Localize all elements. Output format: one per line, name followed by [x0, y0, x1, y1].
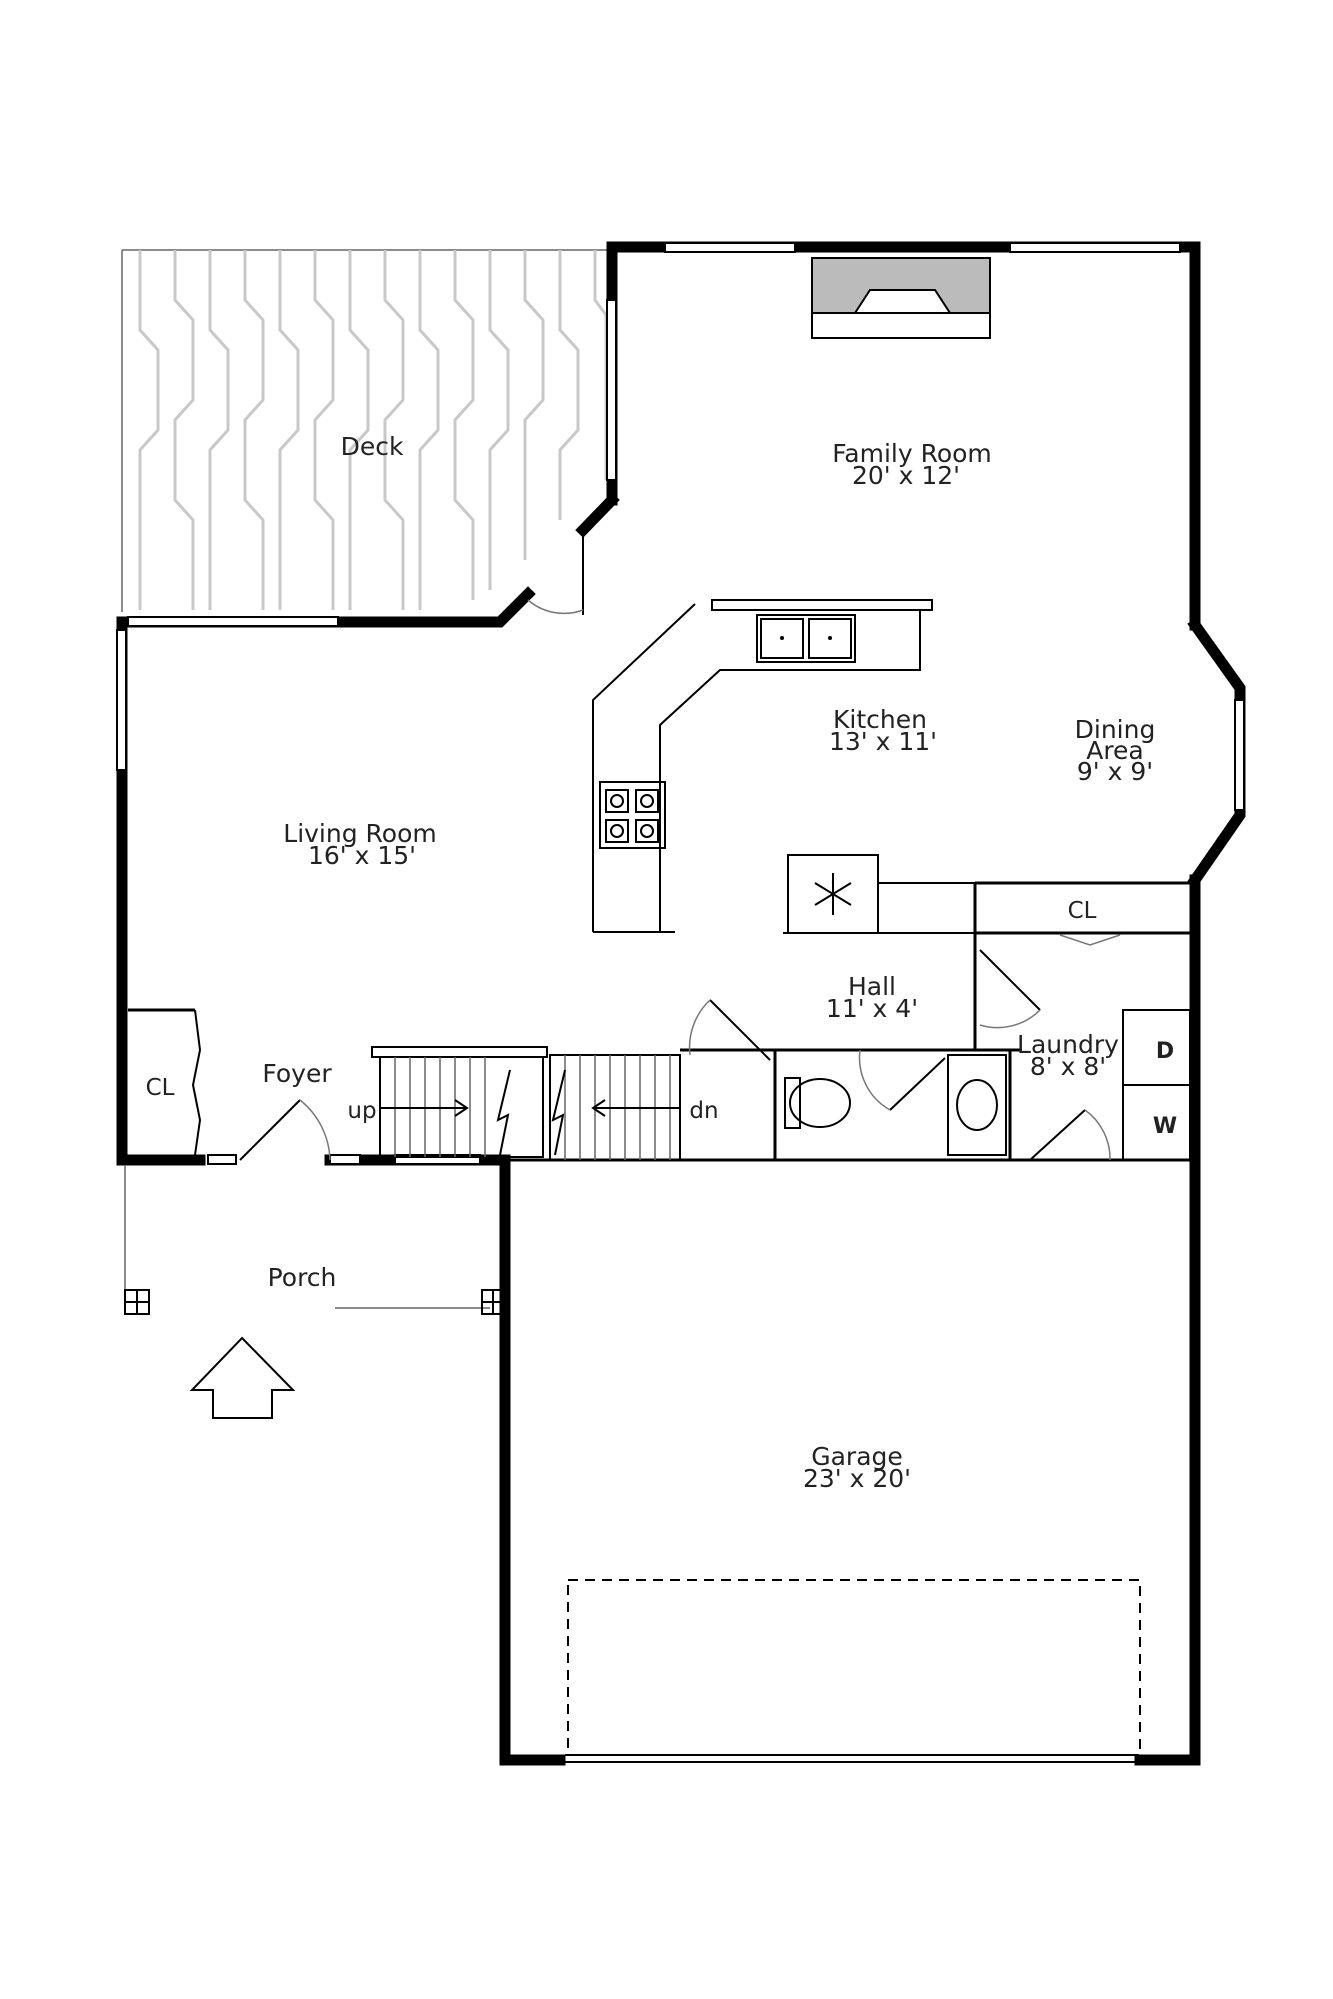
hall-label: Hall [848, 972, 896, 1001]
exterior-walls [116, 241, 1246, 1766]
family-room-size: 20' x 12' [852, 461, 960, 490]
door-swings [239, 530, 1111, 1161]
laundry-label: Laundry [1017, 1030, 1119, 1059]
garage-size: 23' x 20' [803, 1464, 911, 1493]
hall-size: 11' x 4' [826, 994, 918, 1023]
stairs-down-label: dn [689, 1098, 718, 1124]
washer-label: W [1153, 1114, 1177, 1139]
porch [124, 1165, 505, 1315]
kitchen-label: Kitchen [833, 705, 927, 734]
dining-area-size: 9' x 9' [1077, 757, 1153, 786]
entry-arrow-icon [189, 1336, 296, 1419]
foyer-label: Foyer [262, 1059, 332, 1088]
kitchen-size: 13' x 11' [829, 727, 937, 756]
garage-door-outline [567, 1579, 1141, 1756]
living-room-size: 16' x 15' [308, 841, 416, 870]
family-room-label: Family Room [832, 439, 992, 468]
living-room-label: Living Room [283, 819, 436, 848]
windows [116, 242, 1245, 1763]
closet-right-label: CL [1068, 898, 1097, 924]
deck-label: Deck [341, 432, 404, 461]
snowflake-icon [814, 873, 852, 915]
kitchen-counters [592, 599, 1005, 934]
dining-area-label-line2: Area [1086, 736, 1144, 765]
fireplace [811, 257, 991, 339]
porch-label: Porch [268, 1263, 337, 1292]
laundry-size: 8' x 8' [1030, 1052, 1106, 1081]
stairs-up-label: up [347, 1098, 376, 1124]
room-labels: Deck Family Room 20' x 12' Kitchen 13' x… [146, 432, 1178, 1493]
garage-label: Garage [811, 1442, 903, 1471]
dining-area-label-line1: Dining [1075, 715, 1156, 744]
closet-left-label: CL [146, 1075, 175, 1101]
dryer-label: D [1156, 1039, 1174, 1064]
interior-walls [128, 881, 1195, 1161]
deck-hatching [121, 249, 612, 612]
stairs [371, 1046, 681, 1161]
